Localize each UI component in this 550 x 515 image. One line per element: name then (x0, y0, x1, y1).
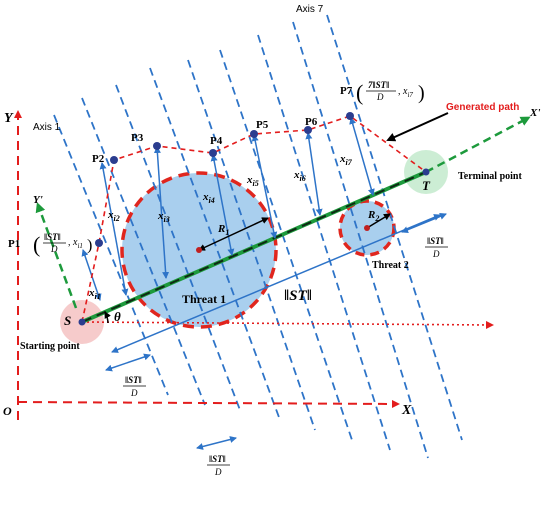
threat-1-center (196, 247, 202, 253)
waypoint-p3 (153, 142, 161, 150)
fraction-bottom: ‖ST‖ D (123, 375, 146, 398)
p7-coordinate: ( 7‖ST‖ D , xi7 ) (356, 80, 425, 105)
svg-text:): ) (418, 82, 425, 104)
waypoint-p4-label: P4 (210, 135, 223, 147)
p1-coordinate: ( ‖ST‖ D , xi1 ) (33, 232, 92, 257)
y-prime-label: Y' (33, 194, 43, 206)
waypoint-p7-label: P7 (340, 85, 353, 97)
x-i2-label: xi2 (107, 209, 120, 223)
y-axis-label: Y (4, 111, 14, 126)
svg-text:‖ST‖: ‖ST‖ (427, 236, 444, 246)
x-axis (17, 399, 400, 408)
waypoints (95, 112, 354, 247)
waypoint-p4 (209, 149, 217, 157)
waypoint-p6 (304, 126, 312, 134)
svg-text:xi1: xi1 (72, 237, 83, 250)
svg-text:D: D (376, 92, 384, 102)
waypoint-p1 (95, 239, 103, 247)
waypoint-p2-label: P2 (92, 153, 105, 165)
x-prime-axis (425, 116, 531, 174)
svg-text:D: D (50, 244, 58, 254)
svg-text:,: , (398, 86, 401, 97)
terminal-letter: T (422, 178, 431, 193)
waypoint-p7 (346, 112, 354, 120)
x-prime-label: X' (529, 107, 540, 119)
theta-arc (104, 311, 111, 324)
start-point (78, 318, 86, 326)
svg-text:7‖ST‖: 7‖ST‖ (368, 80, 389, 90)
svg-text:(: ( (33, 232, 40, 257)
step-dimension-bottom (105, 353, 151, 372)
svg-text:(: ( (356, 80, 363, 105)
step-dimension-right (401, 213, 447, 233)
terminal-point (422, 168, 430, 176)
waypoint-p5 (250, 130, 258, 138)
waypoint-p5-label: P5 (256, 119, 269, 131)
threat-2-center (364, 225, 370, 231)
generated-path-label: Generated path (446, 102, 519, 113)
x-i1-label: xi1 (88, 287, 101, 301)
y-prime-axis (35, 202, 78, 309)
st-segment-core (81, 171, 427, 323)
threat-1-label: Threat 1 (182, 292, 226, 306)
svg-text:xi7: xi7 (402, 86, 413, 99)
waypoint-p3-label: P3 (131, 132, 144, 144)
threat-2-label: Threat 2 (372, 260, 409, 271)
svg-text:‖ST‖: ‖ST‖ (125, 375, 142, 385)
terminal-label: Terminal point (458, 171, 522, 182)
svg-text:‖ST‖: ‖ST‖ (209, 454, 226, 464)
origin-label: O (3, 404, 12, 418)
x-axis-label: X (401, 403, 412, 418)
start-letter: S (64, 313, 71, 328)
x-i7-label: xi7 (339, 153, 353, 167)
fraction-lower: ‖ST‖ D (207, 454, 230, 477)
svg-text:‖ST‖: ‖ST‖ (44, 232, 61, 242)
st-norm-label: ‖ST‖ (284, 288, 312, 304)
fraction-right: ‖ST‖ D (425, 236, 448, 259)
st-dimension (111, 214, 441, 353)
svg-text:D: D (130, 388, 138, 398)
start-label: Starting point (20, 341, 80, 352)
axis1-label: Axis 1 (33, 122, 61, 133)
svg-text:D: D (214, 467, 222, 477)
svg-text:): ) (87, 237, 92, 254)
generated-path (81, 115, 427, 323)
svg-text:,: , (68, 237, 71, 248)
step-dimension-lower (196, 436, 237, 450)
generated-path-pointer (386, 112, 449, 142)
r2-radius (366, 213, 391, 229)
start-horizontal (81, 320, 494, 329)
waypoint-p1-label: P1 (8, 238, 20, 250)
waypoint-p2 (110, 156, 118, 164)
waypoint-p6-label: P6 (305, 116, 318, 128)
x-i5-label: xi5 (246, 174, 259, 188)
theta-label: θ (114, 309, 121, 324)
svg-text:D: D (432, 249, 440, 259)
r1-radius (198, 217, 269, 251)
axis7-label: Axis 7 (296, 4, 324, 15)
x-i6-label: xi6 (293, 169, 306, 183)
